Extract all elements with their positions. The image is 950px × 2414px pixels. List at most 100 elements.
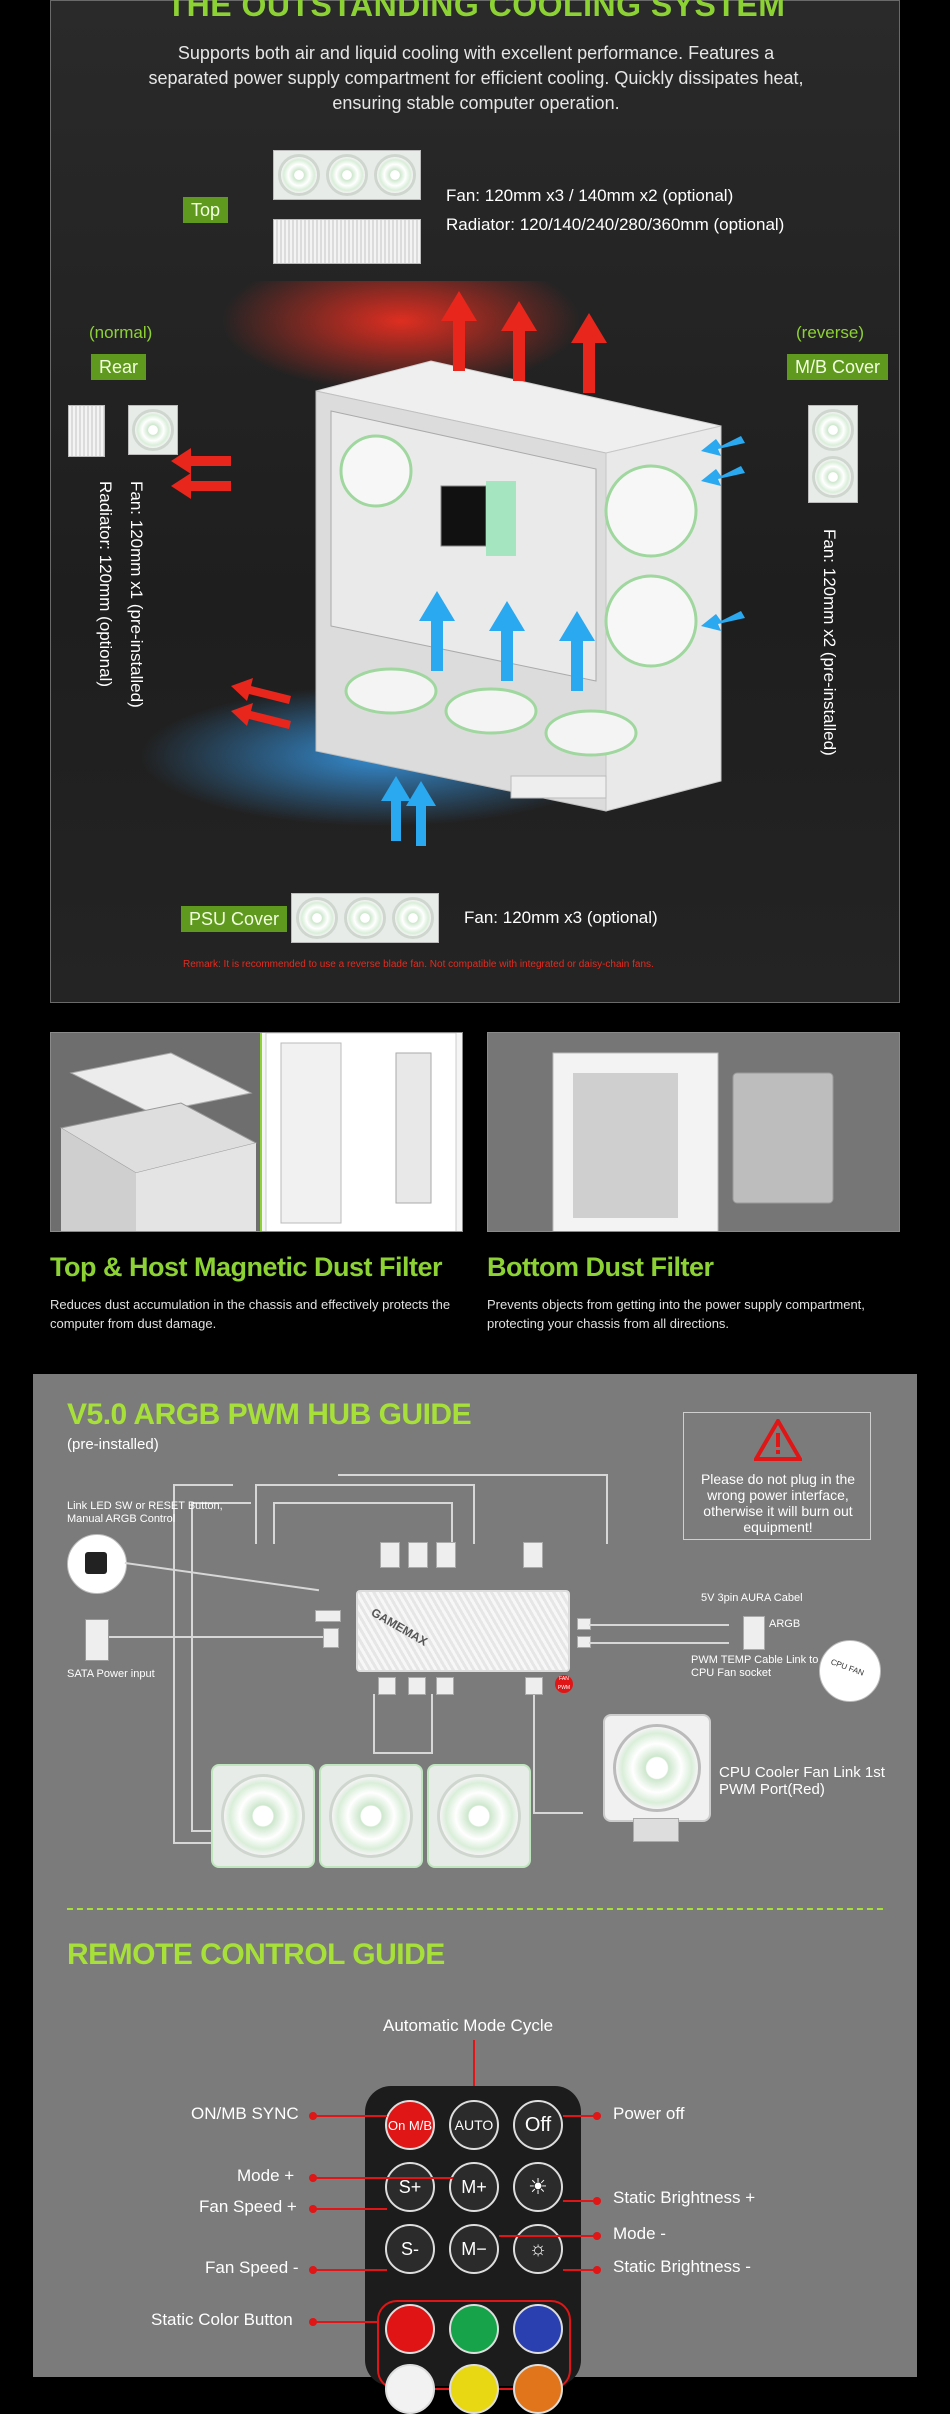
hub-side-port-2 bbox=[323, 1628, 339, 1648]
case-illustration bbox=[131, 251, 771, 901]
fan-speed-plus-label: Fan Speed + bbox=[199, 2197, 297, 2216]
sata-connector-icon bbox=[85, 1619, 109, 1661]
cooling-description: Supports both air and liquid cooling wit… bbox=[148, 43, 804, 113]
mode-plus-label: Mode + bbox=[237, 2166, 295, 2185]
hub-port-2 bbox=[408, 1542, 428, 1568]
sata-label: SATA Power input bbox=[67, 1668, 155, 1680]
filter-1-description: Reduces dust accumulation in the chassis… bbox=[50, 1297, 451, 1331]
cpu-cooler-label: CPU Cooler Fan Link 1st PWM Port(Red) bbox=[719, 1764, 885, 1798]
rear-radiator-spec: Radiator: 120mm (optional) bbox=[96, 481, 115, 687]
top-tag: Top bbox=[183, 197, 229, 223]
color-button-green[interactable] bbox=[449, 2304, 499, 2354]
hub-section: V5.0 ARGB PWM HUB GUIDE (pre-installed) … bbox=[33, 1374, 917, 2414]
hub-port-5 bbox=[378, 1677, 396, 1695]
remote-s-minus-button[interactable]: S- bbox=[385, 2224, 435, 2274]
argb-connector bbox=[743, 1616, 765, 1650]
wire-sata bbox=[109, 1636, 323, 1638]
wire-cpu bbox=[533, 1694, 583, 1814]
remote-brightness-minus-button[interactable]: ☼ bbox=[513, 2224, 563, 2274]
psu-fans-image bbox=[291, 893, 439, 943]
top-filter-image bbox=[50, 1032, 463, 1232]
remote-m-plus-button[interactable]: M+ bbox=[449, 2162, 499, 2212]
mode-minus-label: Mode - bbox=[613, 2224, 666, 2243]
mb-cover-mode: (reverse) bbox=[796, 323, 865, 342]
rear-tag: Rear bbox=[91, 354, 147, 380]
remote-off-button[interactable]: Off bbox=[513, 2100, 563, 2150]
cpu-cooler-fan bbox=[603, 1714, 711, 1822]
wire-aura bbox=[589, 1624, 729, 1626]
sun-plus-icon: ☀ bbox=[528, 2174, 548, 2199]
static-brightness-minus-label: Static Brightness - bbox=[613, 2257, 751, 2276]
aura-label: 5V 3pin AURA Cabel bbox=[701, 1592, 803, 1604]
top-fans-image bbox=[273, 150, 421, 200]
hub-side-port-1 bbox=[315, 1610, 341, 1622]
wire-top-2 bbox=[273, 1502, 453, 1544]
hub-subtitle: (pre-installed) bbox=[67, 1436, 159, 1453]
argb-label: ARGB bbox=[769, 1618, 801, 1630]
remote-auto-button[interactable]: AUTO bbox=[449, 2100, 499, 2150]
bottom-filter-image bbox=[487, 1032, 900, 1232]
mb-cover-tag: M/B Cover bbox=[787, 354, 889, 380]
fan-speed-minus-label: Fan Speed - bbox=[205, 2258, 299, 2277]
case-fan-1 bbox=[211, 1764, 315, 1868]
top-radiator-spec: Radiator: 120/140/240/280/360mm (optiona… bbox=[446, 215, 785, 234]
cpu-fan-badge-text: CPU FAN bbox=[829, 1657, 866, 1678]
remote-brightness-plus-button[interactable]: ☀ bbox=[513, 2162, 563, 2212]
cooling-title: THE OUTSTANDING COOLING SYSTEM bbox=[166, 0, 786, 23]
wire-pwm-temp bbox=[589, 1642, 729, 1644]
filter-2-title: Bottom Dust Filter bbox=[487, 1252, 714, 1282]
hub-port-8 bbox=[525, 1677, 543, 1695]
color-button-blue[interactable] bbox=[513, 2304, 563, 2354]
pwm-temp-label: PWM TEMP Cable Link to CPU Fan socket bbox=[691, 1654, 819, 1679]
wire-top-1 bbox=[255, 1484, 475, 1544]
remark-text: Remark: It is recommended to use a rever… bbox=[183, 959, 654, 970]
auto-cycle-label: Automatic Mode Cycle bbox=[383, 2016, 554, 2035]
power-off-label: Power off bbox=[613, 2104, 685, 2123]
mb-cover-fan-spec: Fan: 120mm x2 (pre-installed) bbox=[820, 529, 839, 756]
hub-port-3 bbox=[436, 1542, 456, 1568]
hub-port-7 bbox=[436, 1677, 454, 1695]
warning-icon bbox=[752, 1417, 804, 1466]
hub-title: V5.0 ARGB PWM HUB GUIDE bbox=[67, 1398, 472, 1431]
color-button-red[interactable] bbox=[385, 2304, 435, 2354]
wire-left bbox=[173, 1484, 233, 1844]
cpu-fan-socket-icon: CPU FAN bbox=[819, 1640, 881, 1702]
remote-title: REMOTE CONTROL GUIDE bbox=[67, 1938, 445, 1971]
hub-brand: GAMEMAX bbox=[368, 1605, 430, 1649]
argb-hub-board: GAMEMAX bbox=[356, 1590, 570, 1672]
cooling-section: THE OUTSTANDING COOLING SYSTEM Supports … bbox=[50, 0, 900, 1003]
remote-m-minus-button[interactable]: M− bbox=[449, 2224, 499, 2274]
top-radiator-image bbox=[273, 219, 421, 264]
auto-cycle-line bbox=[473, 2040, 475, 2090]
fan-pwm-badge: FAN PWM bbox=[555, 1675, 573, 1693]
on-mb-sync-label: ON/MB SYNC bbox=[191, 2104, 299, 2123]
case-fan-3 bbox=[427, 1764, 531, 1868]
filter-1-title: Top & Host Magnetic Dust Filter bbox=[50, 1252, 443, 1282]
remote-on-button[interactable]: On M/B bbox=[385, 2100, 435, 2150]
color-button-white[interactable] bbox=[385, 2364, 435, 2414]
psu-fan-spec: Fan: 120mm x3 (optional) bbox=[464, 908, 658, 927]
rear-mode: (normal) bbox=[89, 323, 153, 342]
psu-cover-tag: PSU Cover bbox=[181, 906, 288, 932]
static-color-label: Static Color Button bbox=[151, 2310, 293, 2329]
hub-port-6 bbox=[408, 1677, 426, 1695]
wire-bottom-1 bbox=[373, 1694, 433, 1754]
hub-port-1 bbox=[380, 1542, 400, 1568]
wire-top-3 bbox=[338, 1474, 608, 1544]
section-divider bbox=[67, 1908, 883, 1910]
mb-cover-fans-image bbox=[808, 405, 858, 503]
link-led-label: Link LED SW or RESET Button, Manual ARGB… bbox=[67, 1500, 223, 1525]
hub-port-4 bbox=[523, 1542, 543, 1568]
cpu-cooler-base bbox=[633, 1818, 679, 1842]
remote-s-plus-button[interactable]: S+ bbox=[385, 2162, 435, 2212]
filter-2-description: Prevents objects from getting into the p… bbox=[487, 1297, 865, 1331]
sun-minus-icon: ☼ bbox=[528, 2238, 548, 2260]
rear-radiator-image bbox=[68, 405, 105, 457]
static-brightness-plus-label: Static Brightness + bbox=[613, 2188, 756, 2207]
color-button-yellow[interactable] bbox=[449, 2364, 499, 2414]
rear-fan-spec: Fan: 120mm x1 (pre-installed) bbox=[127, 481, 146, 708]
warning-text: Please do not plug in the wrong power in… bbox=[700, 1471, 856, 1535]
warning-box: Please do not plug in the wrong power in… bbox=[683, 1412, 871, 1540]
top-fan-spec: Fan: 120mm x3 / 140mm x2 (optional) bbox=[446, 186, 734, 205]
color-button-orange[interactable] bbox=[513, 2364, 563, 2414]
